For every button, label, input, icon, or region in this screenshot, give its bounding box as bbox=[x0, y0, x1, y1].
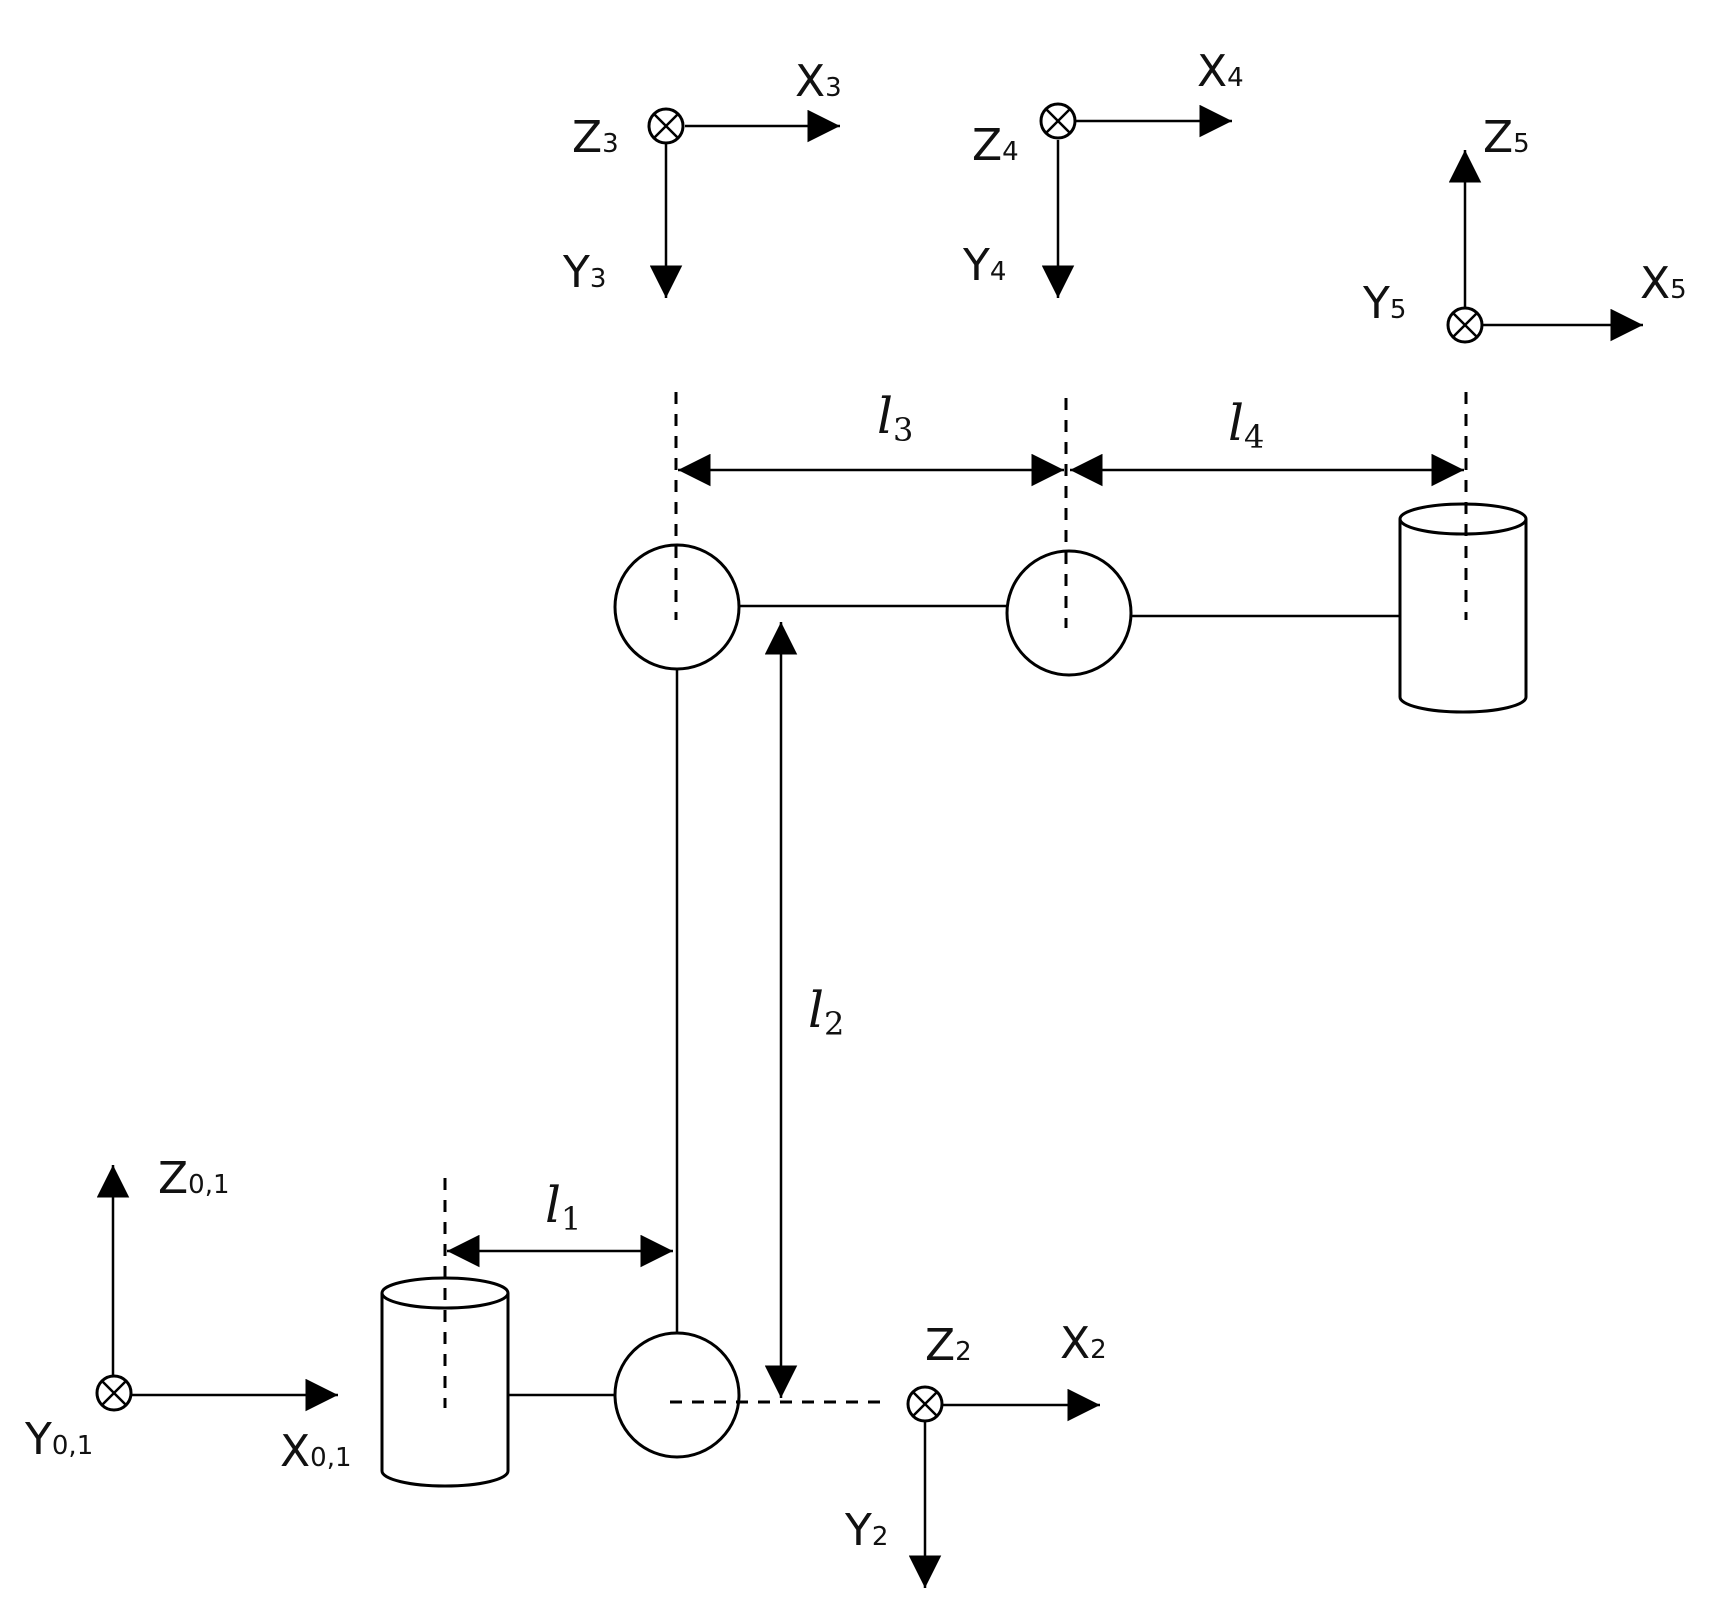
y01-label: Y0,1 bbox=[24, 1414, 93, 1465]
z3-cross-icon bbox=[653, 113, 679, 139]
frame-5: Z5 X5 Y5 bbox=[1362, 112, 1687, 344]
l2-label: l2 bbox=[808, 981, 844, 1043]
x5-label: X5 bbox=[1640, 258, 1687, 309]
dimension-l3: l3 bbox=[678, 387, 1064, 487]
z5-label: Z5 bbox=[1483, 112, 1530, 163]
l1-label: l1 bbox=[545, 1176, 581, 1238]
endeffector-cylinder bbox=[1398, 502, 1528, 714]
dimension-l1: l1 bbox=[447, 1176, 673, 1268]
dimension-l2: l2 bbox=[764, 622, 844, 1398]
l4-label: l4 bbox=[1228, 394, 1264, 456]
base-cylinder-body bbox=[380, 1293, 510, 1488]
y4-label: Y4 bbox=[962, 240, 1006, 291]
z2-cross-icon bbox=[912, 1391, 938, 1417]
joint2-circle bbox=[613, 1331, 741, 1459]
x4-label: X4 bbox=[1197, 46, 1244, 97]
l3-label: l3 bbox=[877, 387, 913, 449]
z3-label: Z3 bbox=[572, 112, 619, 163]
x2-label: X2 bbox=[1060, 1318, 1107, 1369]
joint4-circle bbox=[1005, 549, 1133, 677]
base-cylinder bbox=[380, 1178, 510, 1488]
y01-cross-icon bbox=[101, 1380, 127, 1406]
frame-0-1: Z0,1 Y0,1 X0,1 bbox=[24, 1153, 352, 1477]
x3-label: X3 bbox=[795, 56, 842, 107]
x01-label: X0,1 bbox=[280, 1426, 352, 1477]
frame-2: Z2 X2 Y2 bbox=[844, 1318, 1107, 1588]
z4-label: Z4 bbox=[972, 120, 1019, 171]
z2-label: Z2 bbox=[925, 1320, 972, 1371]
z4-cross-icon bbox=[1045, 108, 1071, 134]
joint3-circle bbox=[613, 543, 741, 671]
z01-label: Z0,1 bbox=[158, 1153, 230, 1204]
endeffector-cylinder-body bbox=[1398, 519, 1528, 714]
frame-4: Z4 X4 Y4 bbox=[962, 46, 1244, 298]
y5-label: Y5 bbox=[1362, 278, 1406, 329]
frame-3: Z3 X3 Y3 bbox=[562, 56, 842, 298]
endeffector-cylinder-top bbox=[1398, 502, 1528, 536]
y3-label: Y3 bbox=[562, 247, 606, 298]
y5-cross-icon bbox=[1452, 312, 1478, 338]
y2-label: Y2 bbox=[844, 1505, 888, 1556]
dimension-l4: l4 bbox=[1070, 394, 1464, 487]
